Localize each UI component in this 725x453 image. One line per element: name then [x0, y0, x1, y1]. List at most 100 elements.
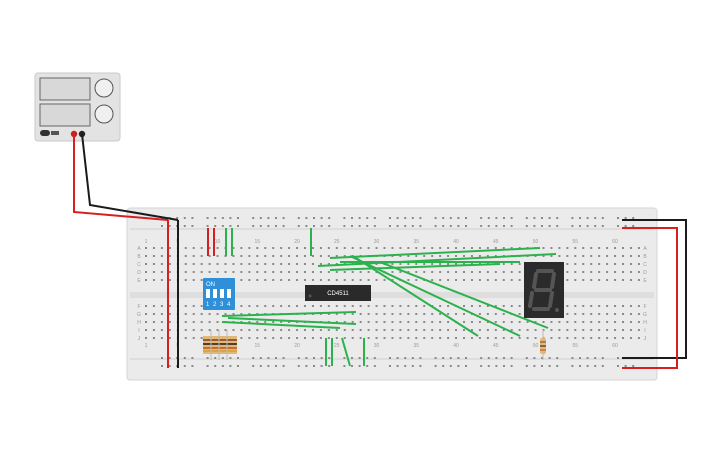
breadboard-hole[interactable] [419, 357, 422, 359]
breadboard-hole[interactable] [200, 279, 203, 281]
breadboard-hole[interactable] [423, 263, 426, 265]
breadboard-hole[interactable] [208, 247, 211, 249]
breadboard-hole[interactable] [629, 321, 632, 323]
breadboard-hole[interactable] [439, 321, 442, 323]
breadboard-hole[interactable] [431, 279, 434, 281]
breadboard-hole[interactable] [624, 365, 627, 367]
breadboard-hole[interactable] [470, 279, 473, 281]
breadboard-hole[interactable] [637, 279, 640, 281]
breadboard-hole[interactable] [320, 357, 323, 359]
breadboard-hole[interactable] [184, 279, 187, 281]
breadboard-hole[interactable] [601, 217, 604, 219]
breadboard-hole[interactable] [434, 217, 437, 219]
breadboard-hole[interactable] [550, 321, 553, 323]
breadboard-hole[interactable] [327, 305, 330, 307]
breadboard-hole[interactable] [264, 255, 267, 257]
breadboard-hole[interactable] [637, 255, 640, 257]
breadboard-hole[interactable] [305, 357, 308, 359]
breadboard-hole[interactable] [510, 357, 513, 359]
breadboard-hole[interactable] [614, 271, 617, 273]
breadboard-hole[interactable] [510, 247, 513, 249]
breadboard-hole[interactable] [423, 313, 426, 315]
breadboard-hole[interactable] [574, 321, 577, 323]
breadboard-hole[interactable] [574, 263, 577, 265]
breadboard-hole[interactable] [351, 337, 354, 339]
breadboard-hole[interactable] [411, 217, 414, 219]
breadboard-hole[interactable] [267, 225, 270, 227]
breadboard-hole[interactable] [637, 247, 640, 249]
breadboard-hole[interactable] [447, 313, 450, 315]
breadboard-hole[interactable] [313, 365, 315, 367]
breadboard-hole[interactable] [252, 365, 255, 367]
breadboard-hole[interactable] [447, 329, 450, 331]
breadboard-hole[interactable] [192, 305, 195, 307]
resistor-array[interactable] [203, 330, 237, 360]
breadboard-hole[interactable] [320, 365, 323, 367]
breadboard-hole[interactable] [311, 263, 314, 265]
breadboard-hole[interactable] [465, 357, 467, 359]
breadboard-hole[interactable] [248, 337, 251, 339]
breadboard-hole[interactable] [622, 329, 624, 331]
breadboard-hole[interactable] [192, 279, 195, 281]
breadboard-hole[interactable] [449, 365, 452, 367]
breadboard-hole[interactable] [396, 217, 399, 219]
breadboard-hole[interactable] [447, 263, 450, 265]
breadboard-hole[interactable] [192, 313, 195, 315]
breadboard-hole[interactable] [184, 337, 187, 339]
breadboard-hole[interactable] [319, 305, 322, 307]
breadboard-hole[interactable] [632, 365, 635, 367]
breadboard-hole[interactable] [449, 357, 452, 359]
breadboard-hole[interactable] [224, 313, 227, 315]
breadboard-hole[interactable] [288, 255, 291, 257]
breadboard-hole[interactable] [232, 271, 235, 273]
breadboard-hole[interactable] [160, 271, 163, 273]
breadboard-hole[interactable] [373, 365, 376, 367]
breadboard-hole[interactable] [375, 279, 378, 281]
breadboard-hole[interactable] [550, 247, 553, 249]
breadboard-hole[interactable] [431, 329, 434, 331]
breadboard-hole[interactable] [224, 263, 227, 265]
breadboard-hole[interactable] [240, 329, 243, 331]
breadboard-hole[interactable] [510, 263, 513, 265]
breadboard-hole[interactable] [586, 357, 589, 359]
breadboard-hole[interactable] [200, 263, 203, 265]
breadboard-hole[interactable] [288, 247, 291, 249]
breadboard-hole[interactable] [200, 329, 203, 331]
breadboard-hole[interactable] [264, 279, 267, 281]
breadboard-hole[interactable] [145, 263, 147, 265]
breadboard-hole[interactable] [248, 271, 251, 273]
breadboard-hole[interactable] [192, 271, 195, 273]
breadboard-hole[interactable] [503, 365, 505, 367]
breadboard-hole[interactable] [525, 225, 528, 227]
breadboard-hole[interactable] [629, 263, 632, 265]
breadboard-hole[interactable] [327, 247, 330, 249]
breadboard-hole[interactable] [168, 271, 171, 273]
breadboard-hole[interactable] [614, 305, 617, 307]
breadboard-hole[interactable] [168, 313, 171, 315]
breadboard-hole[interactable] [367, 247, 370, 249]
breadboard-hole[interactable] [320, 225, 323, 227]
breadboard-hole[interactable] [465, 365, 467, 367]
breadboard-hole[interactable] [629, 313, 632, 315]
breadboard-hole[interactable] [404, 217, 407, 219]
breadboard-hole[interactable] [579, 217, 581, 219]
breadboard-hole[interactable] [206, 357, 209, 359]
breadboard-hole[interactable] [457, 217, 460, 219]
breadboard-hole[interactable] [556, 225, 559, 227]
breadboard-hole[interactable] [152, 313, 155, 315]
breadboard-hole[interactable] [598, 321, 601, 323]
breadboard-hole[interactable] [221, 365, 224, 367]
breadboard-hole[interactable] [503, 357, 505, 359]
breadboard-hole[interactable] [478, 337, 481, 339]
breadboard-hole[interactable] [214, 365, 217, 367]
breadboard-hole[interactable] [637, 305, 640, 307]
breadboard-hole[interactable] [629, 255, 632, 257]
breadboard-hole[interactable] [145, 247, 147, 249]
breadboard-hole[interactable] [439, 271, 442, 273]
breadboard-hole[interactable] [487, 365, 490, 367]
power-supply[interactable] [34, 72, 121, 142]
breadboard-hole[interactable] [152, 329, 155, 331]
breadboard-hole[interactable] [161, 225, 163, 227]
breadboard-hole[interactable] [502, 263, 505, 265]
breadboard-hole[interactable] [145, 329, 147, 331]
